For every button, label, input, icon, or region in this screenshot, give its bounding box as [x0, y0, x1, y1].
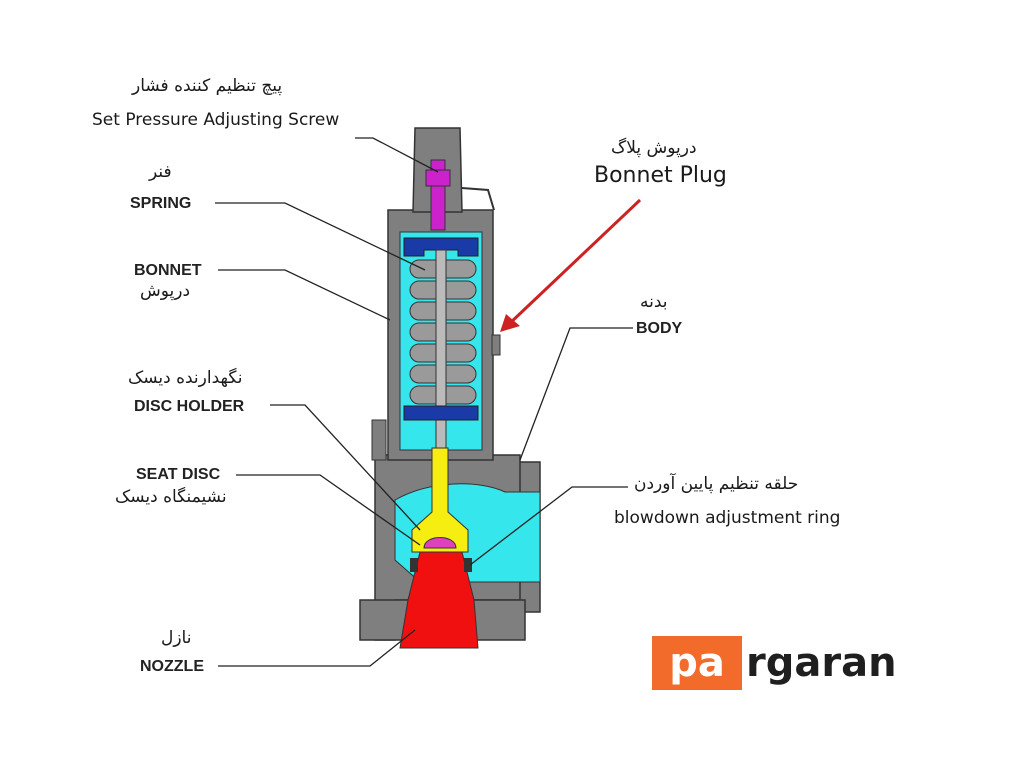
leader-bonnet — [218, 269, 391, 321]
blowdown-label-fa: حلقه تنظیم پایین آوردن — [634, 474, 799, 494]
body-label-en: BODY — [636, 320, 683, 337]
blowdown-ring-right — [464, 558, 472, 572]
bonnet-plug-arrow — [506, 198, 642, 327]
bonnet-plug-label-fa: درپوش پلاگ — [611, 138, 697, 158]
spring-label-en: SPRING — [130, 195, 192, 212]
leader-screw — [355, 137, 439, 173]
leader-lines — [215, 137, 633, 667]
seat-disc-label-fa: نشیمنگاه دیسک — [115, 487, 227, 507]
seat-disc — [423, 537, 457, 549]
logo-text: rgaran — [746, 640, 897, 686]
lock-nut — [425, 169, 451, 187]
blowdown-label-en: blowdown adjustment ring — [614, 508, 841, 528]
nozzle-label-fa: نازل — [161, 628, 192, 648]
leader-blowdown — [469, 486, 628, 566]
bonnet-label-en: BONNET — [134, 262, 202, 279]
bonnet-plug — [491, 334, 501, 356]
body-label-fa: بدنه — [640, 292, 668, 312]
leader-body — [519, 327, 633, 461]
bonnet-label-fa: درپوش — [140, 281, 191, 301]
leader-spring — [215, 202, 426, 271]
leader-disc-holder — [270, 404, 421, 531]
bonnet-plug-label-en: Bonnet Plug — [594, 163, 727, 188]
leader-seat-disc — [236, 474, 421, 546]
blowdown-ring-left — [410, 558, 418, 572]
logo-highlight: pa — [652, 636, 742, 690]
nozzle-label-en: NOZZLE — [140, 658, 204, 675]
seat-disc-label-en: SEAT DISC — [136, 466, 221, 483]
bonnet-bolt — [371, 419, 387, 461]
disc-holder-label-fa: نگهدارنده دیسک — [128, 368, 243, 388]
adjusting-screw-label-en: Set Pressure Adjusting Screw — [92, 110, 340, 130]
upper-spring-button — [403, 237, 479, 257]
adjusting-screw-label-fa: پیچ تنظیم کننده فشار — [132, 76, 283, 96]
lid-hook — [461, 187, 495, 211]
disc-holder-label-en: DISC HOLDER — [134, 398, 245, 415]
pargaran-logo: pa rgaran — [652, 636, 897, 690]
disc-holder — [411, 447, 469, 553]
spring-label-fa: فنر — [149, 162, 172, 182]
bonnet-plug-arrowhead — [500, 314, 520, 332]
nozzle — [399, 551, 479, 649]
leader-nozzle — [218, 629, 416, 667]
lower-spring-button — [403, 405, 479, 421]
